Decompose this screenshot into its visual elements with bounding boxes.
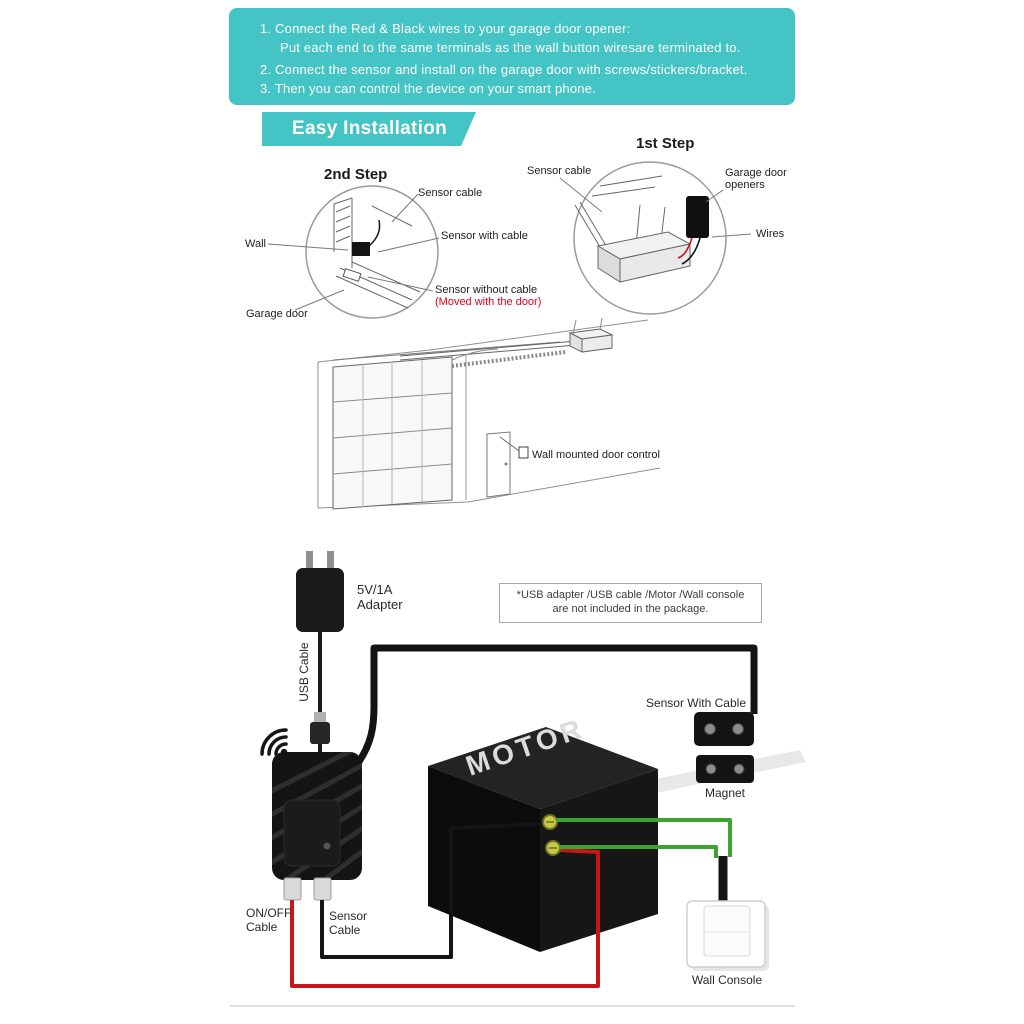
device-button [323, 842, 331, 850]
label-wall: Wall [245, 238, 266, 250]
moved-with-door-text: (Moved with the door) [435, 296, 542, 309]
motor-box: MOTOR [428, 712, 658, 952]
usb-cable [310, 632, 330, 756]
label-adapter: 5V/1A Adapter [357, 582, 403, 613]
label-garage-door: Garage door [246, 308, 308, 320]
label-sensor-without-cable: Sensor without cable (Moved with the doo… [435, 284, 541, 309]
usb-plug-metal [314, 712, 326, 723]
label-sensor-with-cable-part: Sensor With Cable [645, 696, 746, 710]
wifi-icon [260, 728, 288, 756]
package-note: *USB adapter /USB cable /Motor /Wall con… [499, 583, 762, 623]
installation-header: Easy Installation [262, 112, 476, 146]
instruction-banner: 1. Connect the Red & Black wires to your… [229, 8, 795, 105]
black-wire [320, 822, 545, 959]
usb-plug-body [310, 722, 330, 744]
onoff-connector [283, 877, 302, 901]
instruction-line-4: 3. Then you can control the device on yo… [260, 81, 596, 96]
sensor-unit-icon [352, 242, 370, 256]
red-wire [290, 848, 600, 988]
label-wall-console: Wall Console [691, 973, 763, 987]
sensor-with-cable-part [694, 712, 754, 746]
label-onoff-cable: ON/OFF Cable [246, 906, 292, 935]
instruction-line-1: 1. Connect the Red & Black wires to your… [260, 21, 631, 36]
label-sensor-cable-step2: Sensor cable [418, 187, 483, 199]
green-wire-1 [556, 818, 732, 857]
note-line-2: are not included in the package. [552, 603, 709, 615]
label-sensor-cable-step1: Sensor cable [527, 165, 592, 177]
power-adapter [296, 551, 344, 632]
note-line-1: *USB adapter /USB cable /Motor /Wall con… [516, 589, 745, 602]
adapter-prong [306, 551, 313, 570]
green-wire-2 [559, 845, 718, 858]
step1-title: 1st Step [636, 135, 695, 152]
sensor-long-cable [353, 644, 758, 769]
label-garage-door-openers: Garage door openers [725, 167, 787, 192]
garage-illustration [317, 317, 661, 510]
smart-garage-device [272, 752, 362, 901]
sensor-connector [313, 877, 332, 901]
label-sensor-with-cable: Sensor with cable [441, 230, 528, 242]
step2-title: 2nd Step [324, 166, 388, 183]
magnet-part [696, 755, 754, 783]
magnet-part-icon [342, 268, 362, 282]
sensor-without-cable-text: Sensor without cable [435, 284, 538, 296]
opener-button-icon [686, 196, 709, 238]
label-wires: Wires [756, 228, 785, 240]
instruction-line-2: Put each end to the same terminals as th… [280, 40, 741, 55]
wall-console [686, 900, 769, 971]
label-sensor-cable-part: Sensor Cable [329, 909, 368, 938]
console-rocker [703, 905, 751, 957]
wall-control-icon [518, 446, 529, 459]
step2-inset-illustration [267, 185, 440, 319]
adapter-prong [327, 551, 334, 570]
label-magnet: Magnet [704, 786, 746, 800]
step1-inset-illustration [559, 161, 752, 315]
label-usb-cable: USB Cable [296, 642, 311, 702]
instruction-line-3: 2. Connect the sensor and install on the… [260, 62, 748, 77]
label-wall-mounted-control: Wall mounted door control [532, 449, 660, 461]
